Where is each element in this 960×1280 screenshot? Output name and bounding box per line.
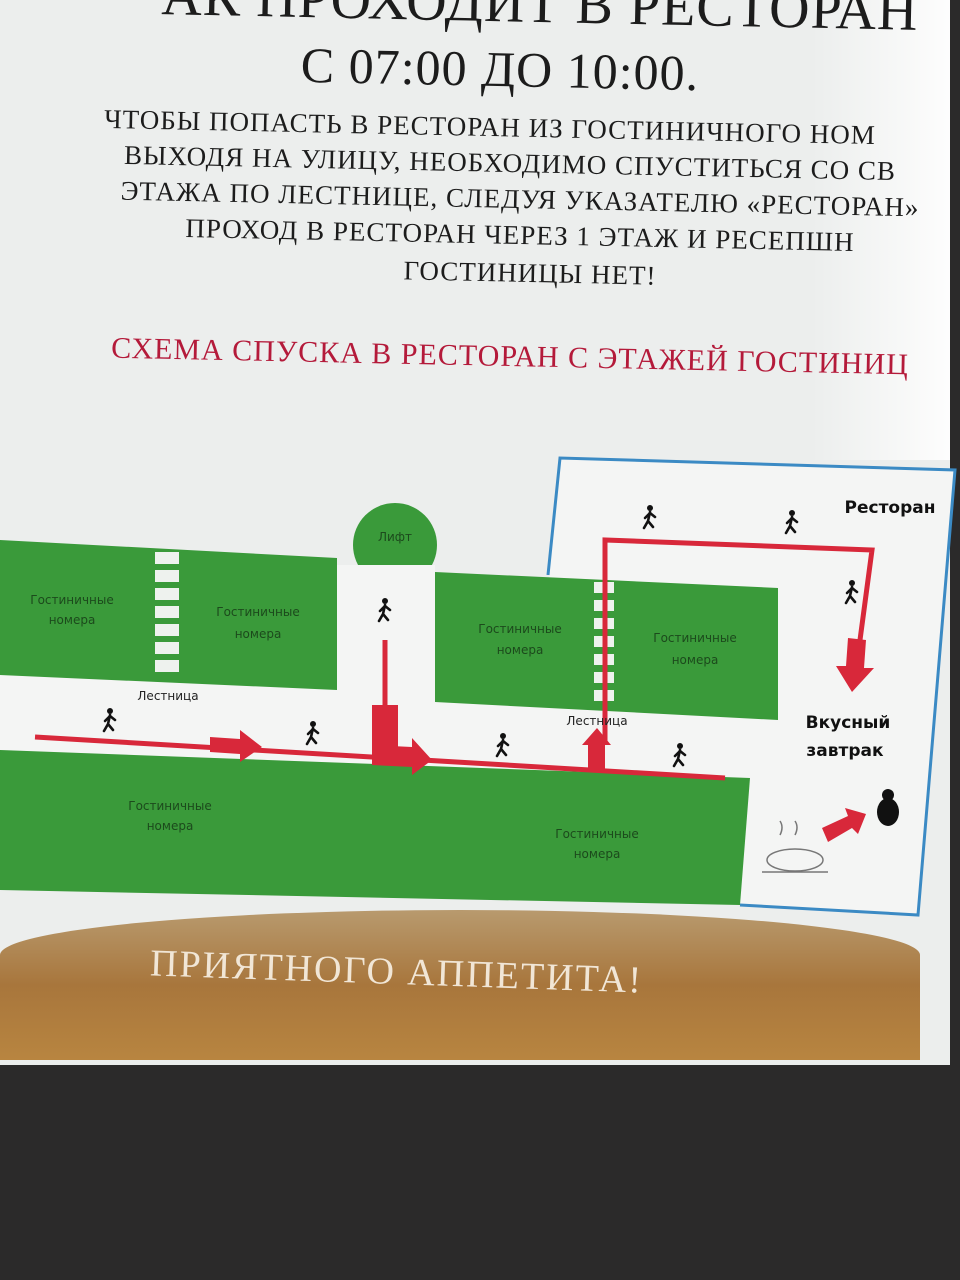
svg-text:номера: номера xyxy=(497,643,544,657)
stairs-left xyxy=(155,552,179,672)
svg-text:Гостиничные: Гостиничные xyxy=(30,593,113,607)
lift-label: Лифт xyxy=(378,530,412,544)
stairs-label: Лестница xyxy=(566,714,627,728)
svg-text:номера: номера xyxy=(672,653,719,667)
rooms-block xyxy=(0,750,750,905)
svg-text:Гостиничные: Гостиничные xyxy=(478,622,561,636)
svg-text:номера: номера xyxy=(49,613,96,627)
diner-icon xyxy=(877,789,899,826)
rooms-label: Гостиничные номера Гостиничные номера Гост… xyxy=(30,593,736,861)
svg-text:Гостиничные: Гостиничные xyxy=(555,827,638,841)
glare xyxy=(810,0,950,460)
svg-text:номера: номера xyxy=(235,627,282,641)
breakfast-label: завтрак xyxy=(806,741,884,761)
svg-text:Гостиничные: Гостиничные xyxy=(653,631,736,645)
footer-band xyxy=(0,910,920,1060)
roast-chicken-icon xyxy=(762,820,828,873)
stairs-label: Лестница xyxy=(137,689,198,703)
svg-text:номера: номера xyxy=(574,847,621,861)
svg-text:Гостиничные: Гостиничные xyxy=(216,605,299,619)
svg-text:номера: номера xyxy=(147,819,194,833)
breakfast-label: Вкусный xyxy=(806,713,891,733)
svg-text:Гостиничные: Гостиничные xyxy=(128,799,211,813)
restaurant-label: Ресторан xyxy=(845,498,936,518)
route xyxy=(34,537,875,842)
